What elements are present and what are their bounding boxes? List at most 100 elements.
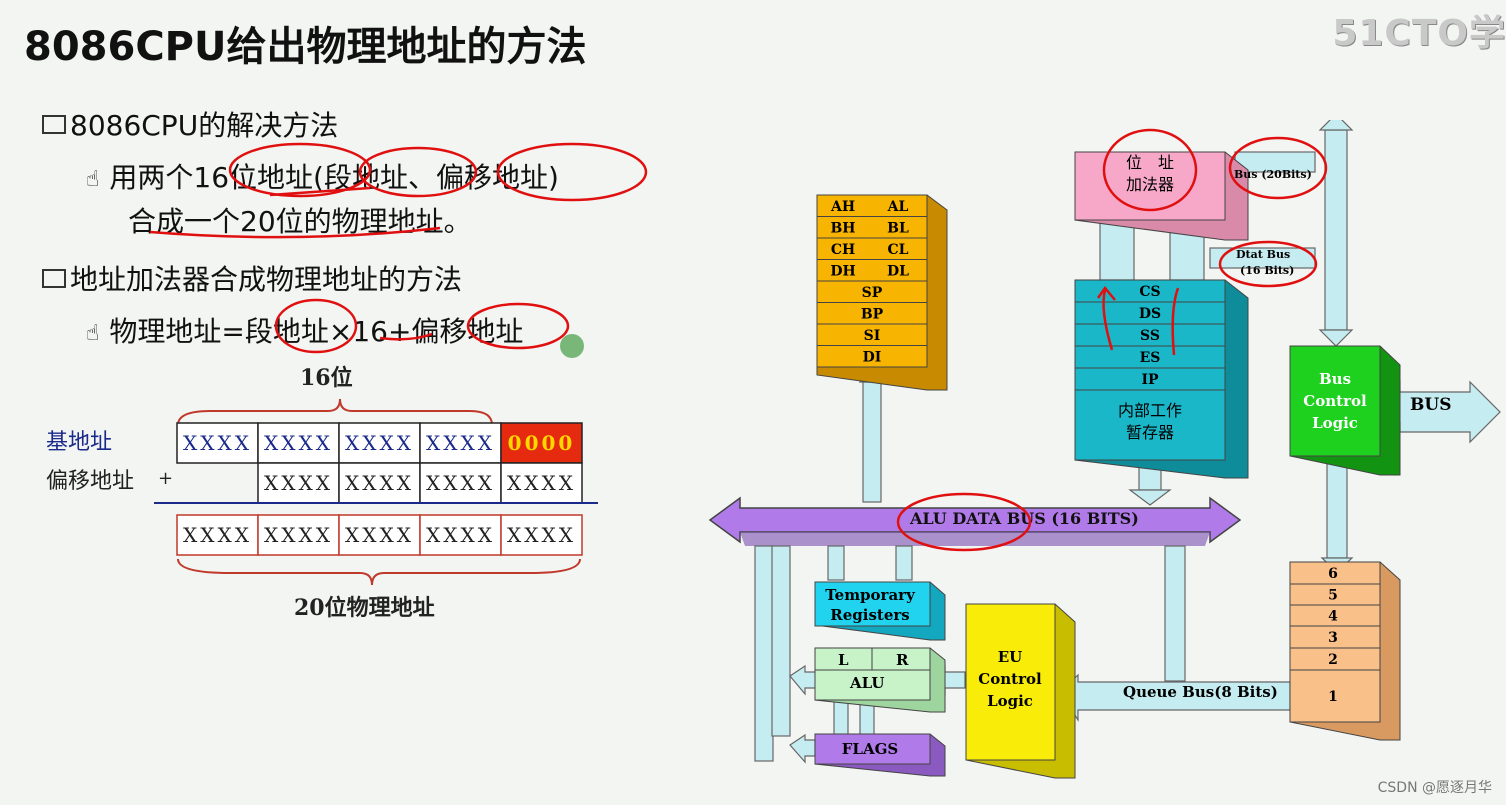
flags-register: FLAGS	[814, 733, 946, 777]
segment-register-label: CS	[1139, 284, 1160, 300]
register-label: DI	[863, 350, 882, 366]
base-row: XXXX XXXX XXXX XXXX 0000	[176, 422, 583, 464]
alu-data-bus: ALU DATA BUS (16 BITS)	[708, 496, 1242, 546]
base-cell-text: XXXX	[345, 431, 414, 455]
segment-register-label: IP	[1141, 372, 1159, 388]
address-composition-diagram: XXXX XXXX XXXX XXXX 0000 XXXX XXXX XXXX XXXX XX…	[154, 398, 598, 586]
segment-register-label: ES	[1140, 350, 1161, 366]
alu-bus-label: ALU DATA BUS (16 BITS)	[909, 509, 1139, 528]
queue-slot	[1289, 669, 1381, 723]
register-label: CL	[888, 242, 909, 258]
data-bus-label-2: (16 Bits)	[1240, 264, 1294, 277]
base-cell-text: XXXX	[183, 431, 252, 455]
offset-cell-text: XXXX	[345, 471, 414, 495]
bullet-2-text: 地址加法器合成物理地址的方法	[70, 263, 463, 296]
handwritten-annotations-right	[896, 128, 1328, 552]
offset-cell-text: XXXX	[264, 471, 333, 495]
queue-slot-label: 3	[1328, 630, 1338, 646]
queue-slot-label: 5	[1328, 588, 1338, 604]
address-adder: 位 址 加法器	[1074, 151, 1249, 241]
bullet-1-sub-1-text: 用两个16位地址(段地址、偏移地址)	[109, 161, 559, 194]
eu-control-3: Logic	[987, 692, 1033, 710]
bus-control-2: Control	[1303, 392, 1367, 410]
data-bus-label-1: Dtat Bus	[1236, 248, 1290, 261]
result-cell	[176, 514, 259, 556]
register-label: DL	[887, 264, 909, 280]
bottom-brace	[177, 558, 581, 586]
eu-control-logic: EU Control Logic	[965, 603, 1076, 779]
register-label: AH	[830, 199, 855, 215]
adder-label-1: 位 址	[1126, 153, 1174, 172]
bullet-1-sub-1: ☝用两个16位地址(段地址、偏移地址)	[86, 156, 559, 196]
register-label: BP	[861, 307, 884, 323]
alu-r: R	[896, 651, 909, 669]
register-label: AL	[887, 199, 909, 215]
eu-control-1: EU	[998, 648, 1023, 666]
top-width-label: 16位	[300, 365, 353, 391]
alu-label: ALU	[849, 674, 884, 692]
plus-sign: +	[158, 468, 174, 489]
internal-regs-label-2: 暂存器	[1126, 423, 1174, 442]
bullet-2: 地址加法器合成物理地址的方法	[42, 258, 462, 298]
offset-cell-text: XXXX	[426, 471, 495, 495]
offset-address-label: 偏移地址	[46, 469, 135, 494]
bus-control-3: Logic	[1312, 414, 1358, 432]
page-title: 8086CPU给出物理地址的方法	[24, 24, 587, 70]
temp-regs-2: Registers	[830, 606, 909, 624]
top-brace	[177, 398, 493, 426]
bullet-2-sub-1: ☝ 物理地址=段地址×16+偏移地址	[86, 310, 523, 350]
result-cell	[419, 514, 502, 556]
segment-register-label: DS	[1139, 306, 1161, 322]
queue-slot-label: 6	[1328, 566, 1338, 582]
temporary-registers: Temporary Registers	[814, 581, 946, 641]
register-row	[816, 345, 928, 368]
handwritten-annotations-left	[149, 142, 648, 358]
base-cell-text: 0000	[508, 431, 576, 455]
offset-cell-text: XXXX	[507, 471, 576, 495]
hand-pointer-icon: ☝	[86, 320, 100, 346]
base-cell-text: XXXX	[264, 431, 333, 455]
eu-control-2: Control	[978, 670, 1042, 688]
bus-label: BUS	[1410, 395, 1451, 415]
register-label: SP	[862, 285, 883, 301]
base-cell-text: XXXX	[426, 431, 495, 455]
bus-control-logic: Bus Control Logic	[1289, 345, 1401, 476]
base-cell	[176, 422, 259, 464]
adder-label-2: 加法器	[1126, 175, 1174, 194]
register-label: CH	[831, 242, 855, 258]
flags-label: FLAGS	[842, 740, 898, 758]
temp-regs-1: Temporary	[825, 586, 916, 604]
base-address-label: 基地址	[46, 430, 113, 455]
queue-slot-label: 2	[1328, 652, 1338, 668]
bus-20bits-label: Bus (20Bits)	[1234, 168, 1312, 181]
register-label: DH	[830, 264, 855, 280]
register-label: SI	[864, 328, 881, 344]
result-cell	[500, 514, 583, 556]
queue-slot-label: 4	[1328, 609, 1338, 625]
laptop-icon	[42, 114, 66, 134]
footer-credit: CSDN @愿逐月华	[1377, 780, 1492, 796]
internal-regs-label-1: 内部工作	[1118, 401, 1182, 420]
result-cell-text: XXXX	[345, 523, 414, 547]
queue-bus-label: Queue Bus(8 Bits)	[1123, 683, 1278, 701]
result-cell-text: XXXX	[507, 523, 576, 547]
watermark-logo: 51CTO学	[1332, 13, 1506, 54]
result-cell	[257, 514, 340, 556]
result-cell-text: XXXX	[183, 523, 252, 547]
result-cell-text: XXXX	[426, 523, 495, 547]
offset-cell	[257, 462, 340, 504]
base-cell	[500, 422, 583, 464]
bullet-1-text: 8086CPU的解决方法	[70, 109, 339, 142]
bullet-2-sub-1-text: 物理地址=段地址×16+偏移地址	[109, 315, 524, 348]
bullet-1-sub-2: 合成一个20位的物理地址。	[128, 205, 472, 238]
register-label: BL	[887, 221, 909, 237]
laptop-icon	[42, 268, 66, 288]
bus-control-1: Bus	[1319, 370, 1351, 388]
alu-unit: L R ALU	[814, 647, 946, 713]
register-label: BH	[830, 221, 855, 237]
offset-row: XXXX XXXX XXXX XXXX	[257, 462, 583, 504]
